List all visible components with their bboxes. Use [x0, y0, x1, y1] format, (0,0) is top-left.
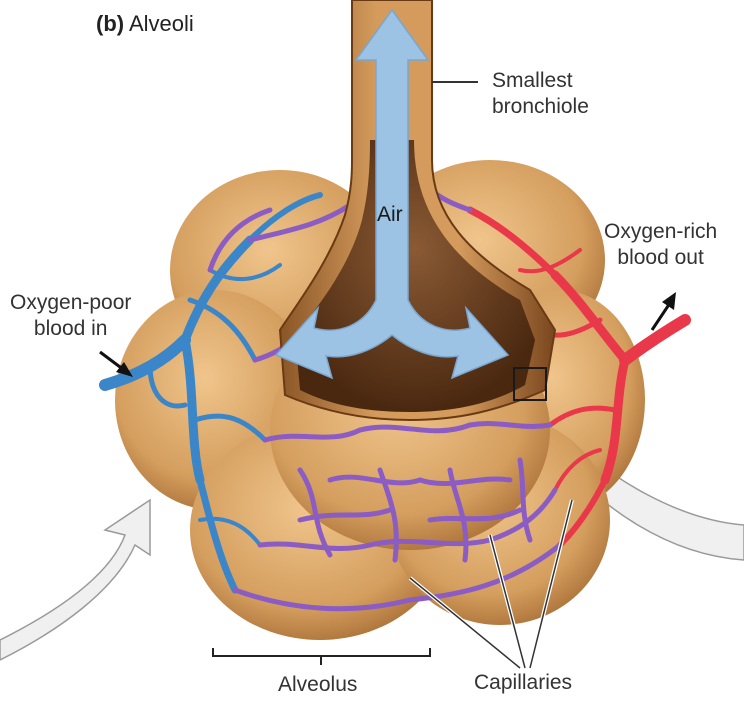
oxygen-poor-label: Oxygen-poor blood in [10, 290, 131, 343]
callout-arrow-left [0, 500, 150, 660]
oxygen-rich-label: Oxygen-rich blood out [604, 219, 717, 272]
smallest-bronchiole-label: Smallest bronchiole [492, 68, 589, 121]
smallest-bronchiole-line2: bronchiole [492, 94, 589, 120]
title-text: Alveoli [129, 11, 194, 36]
figure-title: (b) Alveoli [96, 10, 194, 38]
oxygen-rich-line1: Oxygen-rich [604, 219, 717, 245]
alveolus-label: Alveolus [278, 672, 357, 698]
panel-letter: (b) [96, 11, 124, 36]
capillaries-label: Capillaries [474, 670, 572, 696]
air-label: Air [377, 202, 403, 228]
oxygen-poor-line2: blood in [10, 316, 131, 342]
smallest-bronchiole-line1: Smallest [492, 68, 589, 94]
oxygen-rich-line2: blood out [604, 245, 717, 271]
oxygen-poor-line1: Oxygen-poor [10, 290, 131, 316]
alveolus-bracket [213, 648, 430, 665]
